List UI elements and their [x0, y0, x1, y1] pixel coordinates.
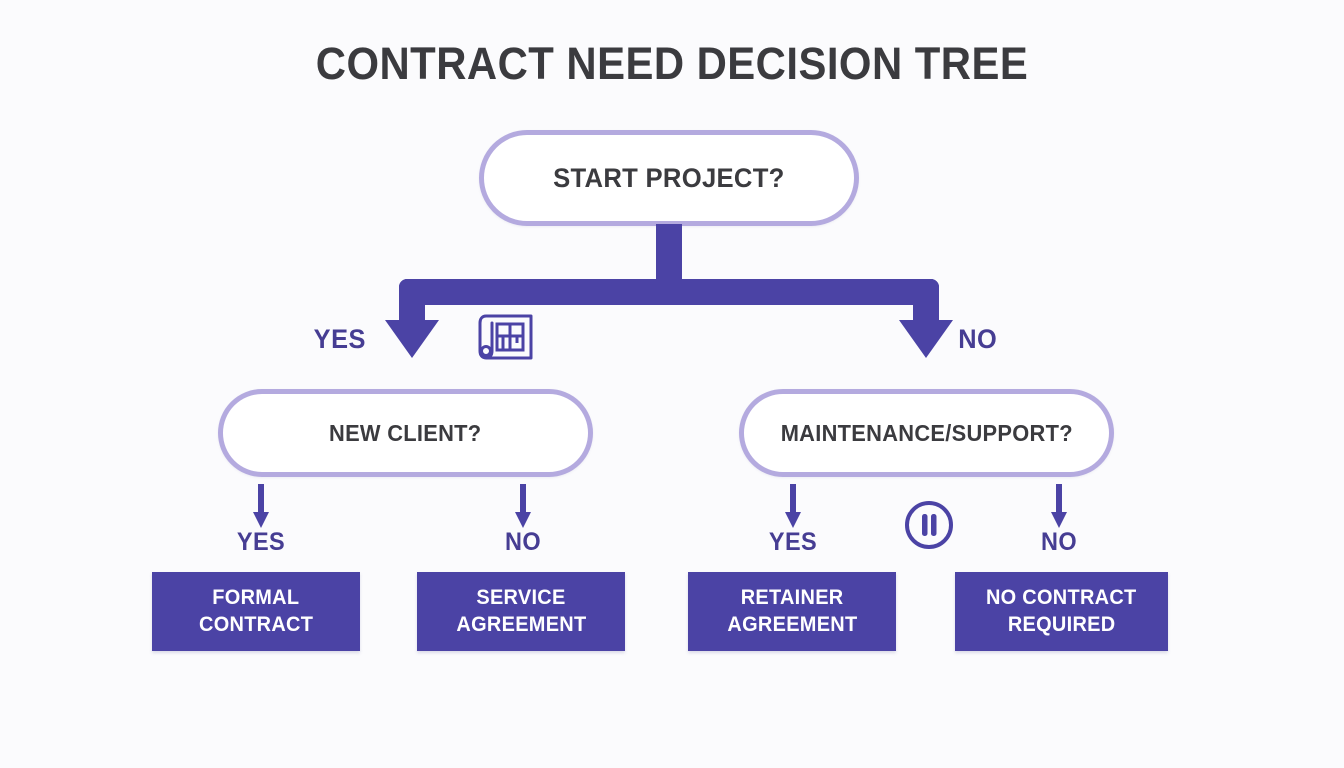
- branch-label-start-yes: YES: [313, 324, 366, 354]
- blueprint-icon: [477, 312, 539, 367]
- arrow-head-yes-branch-icon: [385, 320, 439, 358]
- arrow-new-client-yes-icon: [246, 484, 276, 532]
- page-title: CONTRACT NEED DECISION TREE: [315, 38, 1029, 89]
- connector-left-drop: [399, 279, 425, 323]
- outcome-formal-contract-line2: CONTRACT: [198, 612, 314, 636]
- connector-root-stem: [656, 224, 682, 286]
- decision-node-new-client[interactable]: NEW CLIENT?: [218, 389, 593, 477]
- branch-label-new-client-yes: YES: [236, 528, 286, 556]
- outcome-retainer-agreement-line2: AGREEMENT: [726, 612, 858, 636]
- outcome-service-agreement[interactable]: SERVICE AGREEMENT: [417, 572, 625, 651]
- arrow-new-client-no-icon: [508, 484, 538, 532]
- outcome-formal-contract-line1: FORMAL: [212, 586, 300, 610]
- decision-node-maintenance-support[interactable]: MAINTENANCE/SUPPORT?: [739, 389, 1114, 477]
- branch-label-maintenance-yes: YES: [768, 528, 818, 556]
- outcome-retainer-agreement-line1: RETAINER: [740, 586, 844, 610]
- connector-horizontal-bar: [399, 279, 939, 305]
- decision-node-maintenance-support-label: MAINTENANCE/SUPPORT?: [780, 419, 1073, 446]
- outcome-formal-contract[interactable]: FORMAL CONTRACT: [152, 572, 360, 651]
- branch-label-maintenance-no: NO: [1040, 528, 1078, 556]
- outcome-service-agreement-line2: AGREEMENT: [455, 612, 587, 636]
- arrow-head-no-branch-icon: [899, 320, 953, 358]
- decision-node-start-project-label: START PROJECT?: [553, 162, 785, 193]
- decision-node-new-client-label: NEW CLIENT?: [329, 419, 482, 446]
- pause-icon: [903, 499, 955, 556]
- branch-label-new-client-no: NO: [504, 528, 542, 556]
- branch-label-start-no: NO: [958, 324, 998, 354]
- arrow-maintenance-no-icon: [1044, 484, 1074, 532]
- outcome-no-contract-required[interactable]: NO CONTRACT REQUIRED: [955, 572, 1168, 651]
- arrow-maintenance-yes-icon: [778, 484, 808, 532]
- connector-right-drop: [913, 279, 939, 323]
- outcome-retainer-agreement[interactable]: RETAINER AGREEMENT: [688, 572, 896, 651]
- outcome-service-agreement-line1: SERVICE: [476, 586, 566, 610]
- outcome-no-contract-required-line1: NO CONTRACT: [986, 586, 1137, 610]
- outcome-no-contract-required-line2: REQUIRED: [1007, 612, 1116, 636]
- decision-node-start-project[interactable]: START PROJECT?: [479, 130, 859, 226]
